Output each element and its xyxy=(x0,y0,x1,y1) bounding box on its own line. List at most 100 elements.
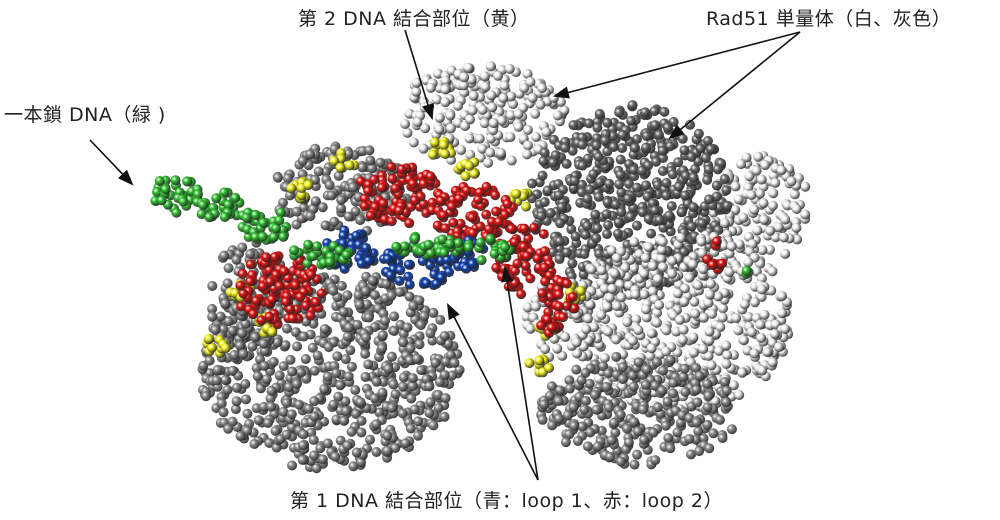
atom-green xyxy=(303,239,314,250)
atom-dark_grey xyxy=(577,179,588,190)
atom-grey xyxy=(210,324,221,335)
atom-grey xyxy=(298,331,309,342)
atom-dark_grey xyxy=(555,218,566,229)
atom-green xyxy=(308,250,319,261)
atom-green xyxy=(341,249,352,260)
atom-white xyxy=(458,80,469,91)
atom-grey xyxy=(553,413,564,424)
atom-red xyxy=(493,216,504,227)
atom-grey xyxy=(238,348,249,359)
atom-white xyxy=(540,343,551,354)
atom-red xyxy=(387,173,398,184)
atom-white xyxy=(582,313,593,324)
atom-grey xyxy=(560,437,571,448)
atom-white xyxy=(445,110,456,121)
atom-dark_grey xyxy=(539,196,550,207)
atom-dark_grey xyxy=(612,228,623,239)
atom-red xyxy=(295,292,306,303)
atom-green xyxy=(275,207,286,218)
atom-white xyxy=(800,181,811,192)
atom-white xyxy=(631,314,642,325)
atom-white xyxy=(622,317,633,328)
atom-dark_grey xyxy=(567,145,578,156)
atom-grey xyxy=(227,416,238,427)
atom-grey xyxy=(328,285,339,296)
atom-white xyxy=(477,143,488,154)
atom-grey xyxy=(571,364,582,375)
atom-grey xyxy=(298,429,309,440)
atom-red xyxy=(404,218,415,229)
atom-grey xyxy=(692,397,703,408)
atom-grey xyxy=(702,402,713,413)
atom-white xyxy=(434,124,445,135)
atom-white xyxy=(758,198,769,209)
atom-white xyxy=(739,299,750,310)
atom-grey xyxy=(553,396,564,407)
atom-red xyxy=(235,280,246,291)
atom-dark_grey xyxy=(592,122,603,133)
atom-grey xyxy=(684,433,695,444)
atom-grey xyxy=(231,382,242,393)
atom-dark_grey xyxy=(673,181,684,192)
atom-white xyxy=(777,291,788,302)
atom-dark_grey xyxy=(580,229,591,240)
atom-grey xyxy=(343,371,354,382)
atom-white xyxy=(522,149,533,160)
atom-white xyxy=(752,225,763,236)
atom-white xyxy=(486,90,497,101)
atom-grey xyxy=(266,401,277,412)
atom-white xyxy=(596,310,607,321)
atom-grey xyxy=(702,378,713,389)
atom-grey xyxy=(708,428,719,439)
atom-grey xyxy=(309,450,320,461)
atom-grey xyxy=(454,364,465,375)
atom-grey xyxy=(592,441,603,452)
atom-green xyxy=(423,239,434,250)
atom-dark_grey xyxy=(613,217,624,228)
atom-white xyxy=(770,177,781,188)
atom-red xyxy=(536,320,547,331)
atom-white xyxy=(800,209,811,220)
atom-white xyxy=(676,232,687,243)
atom-grey xyxy=(397,381,408,392)
atom-grey xyxy=(629,459,640,470)
atom-white xyxy=(639,268,650,279)
atom-grey xyxy=(390,443,401,454)
atom-white xyxy=(791,222,802,233)
atom-red xyxy=(261,252,272,263)
atom-green xyxy=(278,231,289,242)
atom-grey xyxy=(200,391,211,402)
atom-white xyxy=(773,222,784,233)
atom-white xyxy=(505,132,516,143)
atom-white xyxy=(581,324,592,335)
atom-grey xyxy=(345,345,356,356)
atom-white xyxy=(667,268,678,279)
atom-red xyxy=(512,258,523,269)
atom-white xyxy=(589,322,600,333)
atom-red xyxy=(569,303,580,314)
atom-green xyxy=(170,175,181,186)
atom-white xyxy=(425,82,436,93)
atom-grey xyxy=(704,443,715,454)
atom-grey xyxy=(272,337,283,348)
atom-grey xyxy=(207,303,218,314)
atom-dark_grey xyxy=(643,213,654,224)
atom-grey xyxy=(336,203,347,214)
atom-grey xyxy=(335,380,346,391)
atom-dark_grey xyxy=(593,151,604,162)
atom-grey xyxy=(218,407,229,418)
atom-grey xyxy=(633,426,644,437)
atom-red xyxy=(467,212,478,223)
atom-dark_grey xyxy=(539,147,550,158)
atom-red xyxy=(310,297,321,308)
atom-dark_grey xyxy=(556,202,567,213)
atom-red xyxy=(438,210,449,221)
atom-blue xyxy=(338,230,349,241)
atom-grey xyxy=(331,414,342,425)
atom-grey xyxy=(261,374,272,385)
atom-grey xyxy=(328,399,339,410)
atom-white xyxy=(530,301,541,312)
atom-green xyxy=(241,212,252,223)
atom-dark_grey xyxy=(680,190,691,201)
atom-dark_grey xyxy=(602,117,613,128)
